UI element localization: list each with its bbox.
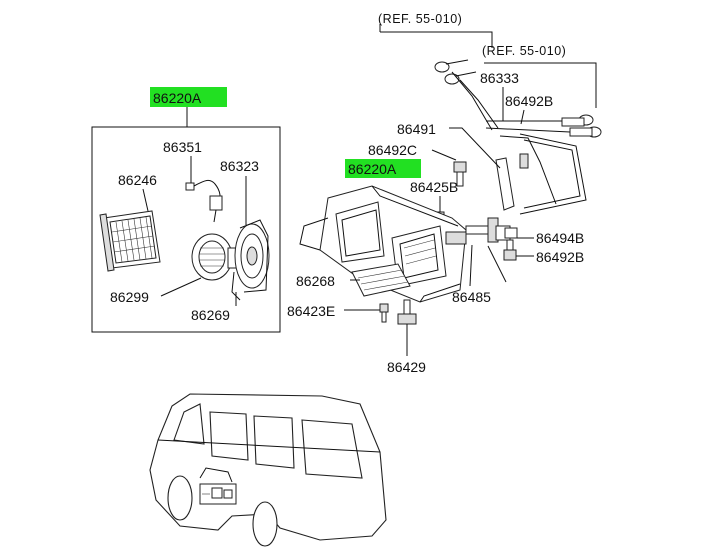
- label-86323[interactable]: 86323: [220, 158, 259, 174]
- ref-right-bracket: [484, 62, 597, 108]
- highlight-86220a-center: [345, 159, 421, 178]
- label-86485[interactable]: 86485: [452, 289, 491, 305]
- drain-tray-part: [351, 263, 411, 297]
- clamp-86494b-part: [504, 227, 518, 239]
- label-86220a-left[interactable]: 86220A: [153, 90, 202, 106]
- blower-fan-part: [191, 233, 243, 281]
- leader-86491: [449, 127, 501, 169]
- leader-86485-b: [487, 245, 507, 283]
- bracket-part: [495, 153, 529, 211]
- leader-86299: [160, 277, 202, 297]
- label-86494b[interactable]: 86494B: [536, 230, 584, 246]
- label-86492b-top[interactable]: 86492B: [505, 93, 553, 109]
- screw-86423e-part: [379, 303, 389, 323]
- leader-86492c: [431, 149, 457, 161]
- air-filter-part: [99, 210, 161, 272]
- van-illustration: [149, 393, 387, 547]
- leader-86485-a: [469, 244, 473, 287]
- label-86220a-center[interactable]: 86220A: [348, 161, 397, 177]
- motor-housing-part: [231, 219, 270, 301]
- bolt-86429-part: [397, 299, 417, 325]
- label-86492b-bottom[interactable]: 86492B: [536, 249, 584, 265]
- resistor-wire-part: [185, 179, 223, 223]
- leader-86246: [142, 188, 149, 212]
- label-86299[interactable]: 86299: [110, 289, 149, 305]
- blower-assembly-frame: [91, 126, 281, 333]
- label-86333[interactable]: 86333: [480, 70, 519, 86]
- bolt-86492b-bottom-part: [503, 239, 517, 261]
- label-86351[interactable]: 86351: [163, 139, 202, 155]
- label-86423e[interactable]: 86423E: [287, 303, 335, 319]
- label-86269[interactable]: 86269: [191, 307, 230, 323]
- label-86268[interactable]: 86268: [296, 273, 335, 289]
- label-ref-right[interactable]: (REF. 55-010): [482, 44, 566, 58]
- label-86492c[interactable]: 86492C: [368, 142, 417, 158]
- label-86246[interactable]: 86246: [118, 172, 157, 188]
- hose-pipes-part: [434, 59, 602, 215]
- ref-top-bracket: [380, 31, 493, 48]
- leader-86492b-top: [520, 109, 525, 125]
- label-86429[interactable]: 86429: [387, 359, 426, 375]
- bolt-86492c-part: [453, 161, 467, 187]
- highlight-86220a-left: [150, 87, 227, 107]
- label-86425b[interactable]: 86425B: [410, 179, 458, 195]
- label-ref-top[interactable]: (REF. 55-010): [378, 12, 462, 26]
- label-86491[interactable]: 86491: [397, 121, 436, 137]
